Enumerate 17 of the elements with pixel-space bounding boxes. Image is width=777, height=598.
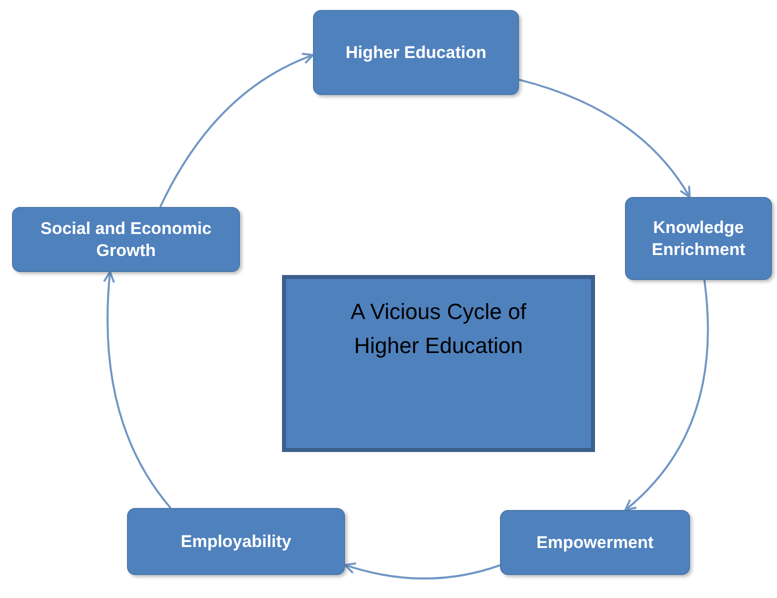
- stage-label: Empowerment: [535, 532, 655, 554]
- stage-box: [500, 510, 690, 575]
- stage-label: Social and Economic Growth: [40, 218, 212, 262]
- stage-box: [313, 10, 519, 95]
- curved-arrow: [103, 271, 172, 509]
- curved-arrow: [344, 562, 500, 580]
- stage-label: Knowledge Enrichment: [650, 216, 746, 260]
- curved-arrow: [624, 280, 709, 511]
- title-box: [282, 275, 595, 452]
- curved-arrow: [159, 53, 314, 208]
- stage-label: Employability: [180, 530, 292, 552]
- stage-label: Higher Education: [344, 42, 488, 64]
- stage-box: [127, 508, 345, 575]
- stage-box: [625, 197, 772, 280]
- stage-box: [12, 207, 240, 272]
- curved-arrow: [518, 78, 691, 198]
- box-label: A Vicious Cycle of Higher Education: [350, 298, 528, 360]
